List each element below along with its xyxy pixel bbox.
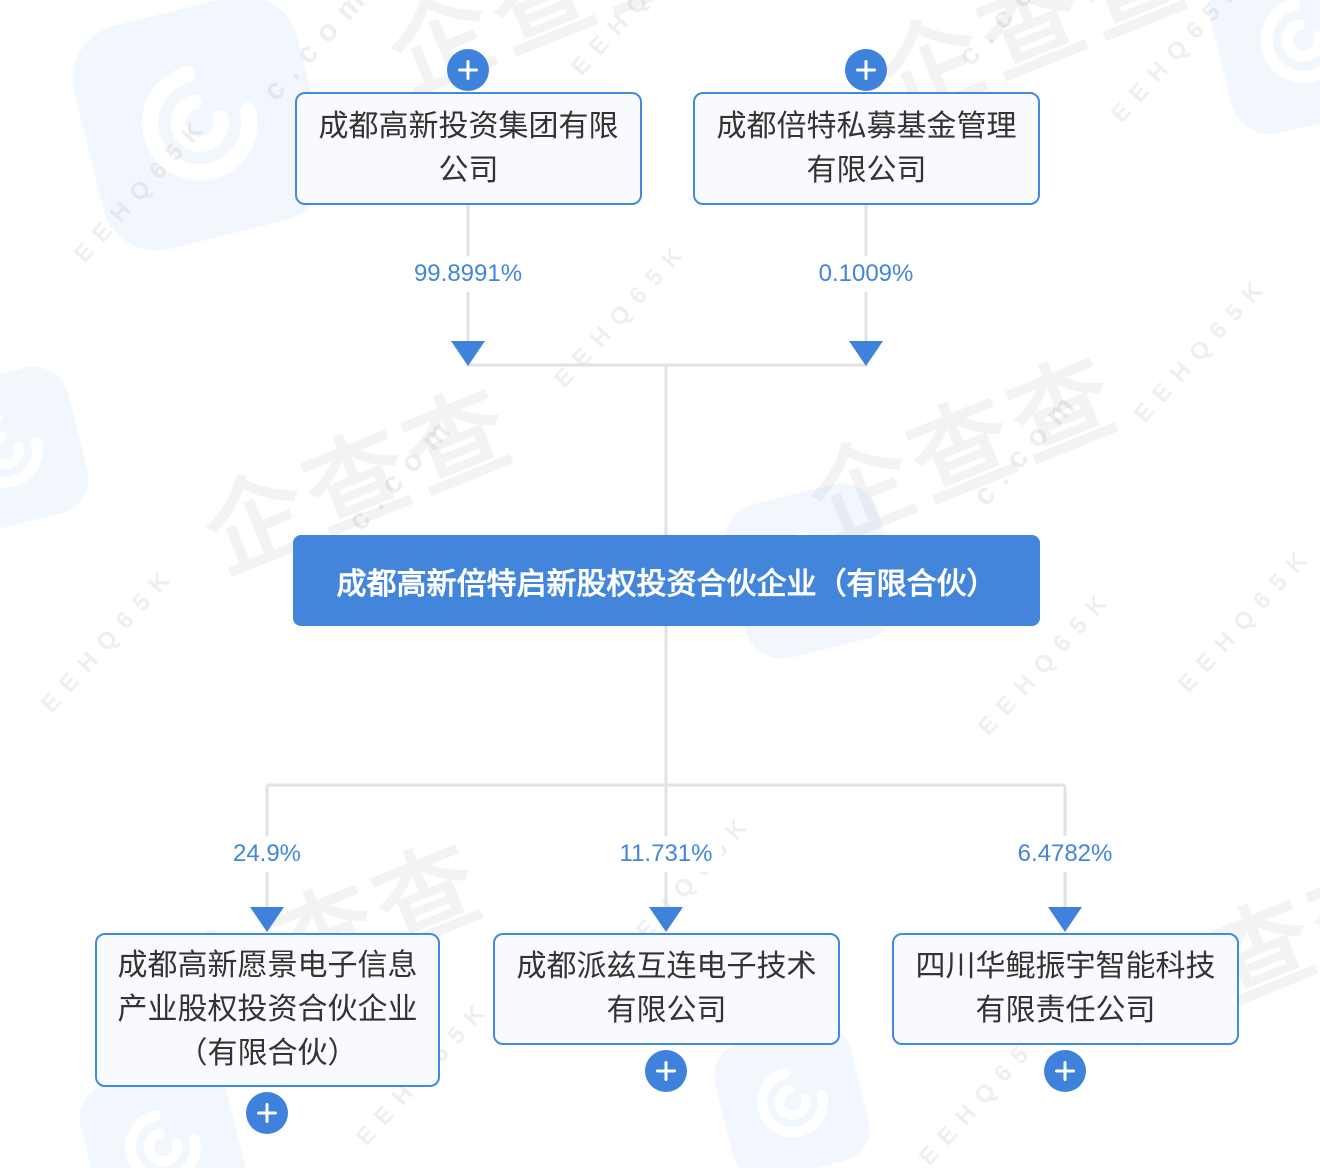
- arrow-down-icon: [451, 341, 485, 366]
- arrow-down-icon: [849, 341, 883, 366]
- company-name-line: （有限合伙）: [177, 1037, 358, 1070]
- company-node-shareholder-2[interactable]: 成都倍特私募基金管理 有限公司: [693, 92, 1040, 205]
- company-name-line: 有限公司: [806, 153, 927, 187]
- company-name-line: 成都派兹互连电子技术: [516, 950, 817, 983]
- company-node-investment-2[interactable]: 成都派兹互连电子技术 有限公司: [493, 933, 840, 1045]
- company-name-line: 产业股权投资合伙企业: [117, 993, 418, 1026]
- expand-plus-icon[interactable]: [447, 49, 489, 91]
- ownership-percent-label: 0.1009%: [809, 256, 923, 292]
- arrow-down-icon: [250, 907, 284, 932]
- ownership-percent-label: 99.8991%: [404, 256, 532, 292]
- company-node-investment-3[interactable]: 四川华鲲振宇智能科技 有限责任公司: [892, 933, 1239, 1045]
- focus-company-name: 成都高新倍特启新股权投资合伙企业（有限合伙）: [336, 567, 997, 601]
- company-name-line: 成都高新投资集团有限: [318, 109, 619, 143]
- expand-plus-icon[interactable]: [1044, 1050, 1086, 1092]
- company-node-focus[interactable]: 成都高新倍特启新股权投资合伙企业（有限合伙）: [293, 535, 1040, 626]
- company-node-investment-1[interactable]: 成都高新愿景电子信息 产业股权投资合伙企业 （有限合伙）: [95, 933, 440, 1087]
- company-name-line: 成都高新愿景电子信息: [117, 949, 418, 982]
- company-name-line: 有限责任公司: [975, 994, 1156, 1027]
- ownership-percent-label: 24.9%: [223, 836, 311, 872]
- expand-plus-icon[interactable]: [845, 49, 887, 91]
- ownership-percent-label: 6.4782%: [1008, 836, 1122, 872]
- company-name-line: 公司: [438, 153, 499, 187]
- arrow-down-icon: [1048, 907, 1082, 932]
- arrow-down-icon: [649, 907, 683, 932]
- expand-plus-icon[interactable]: [246, 1092, 288, 1134]
- company-name-line: 有限公司: [606, 994, 727, 1027]
- ownership-percent-label: 11.731%: [610, 836, 722, 872]
- company-node-shareholder-1[interactable]: 成都高新投资集团有限 公司: [295, 92, 642, 205]
- company-name-line: 成都倍特私募基金管理: [716, 109, 1017, 143]
- company-name-line: 四川华鲲振宇智能科技: [915, 950, 1216, 983]
- expand-plus-icon[interactable]: [645, 1050, 687, 1092]
